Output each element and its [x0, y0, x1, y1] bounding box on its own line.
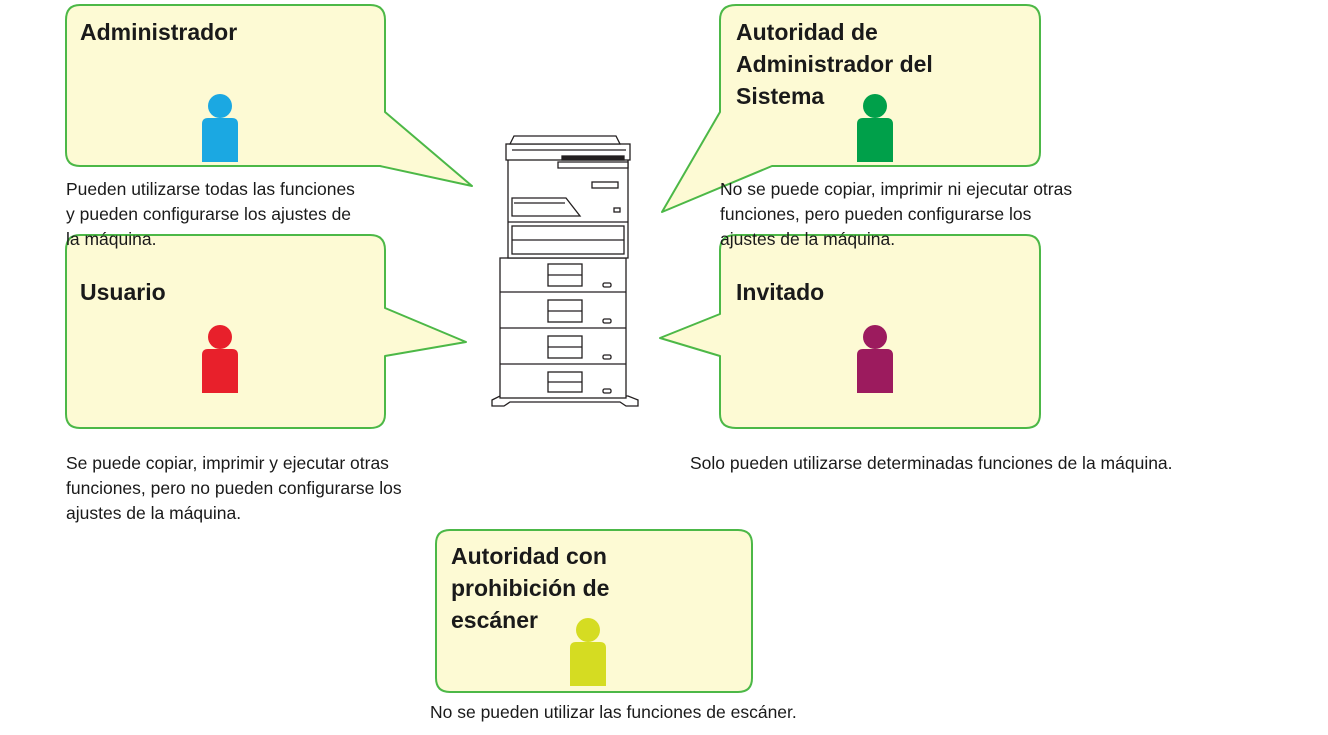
desc-administrador: Pueden utilizarse todas las funciones y …	[66, 179, 355, 249]
desc-system-admin: No se puede copiar, imprimir ni ejecutar…	[720, 179, 1073, 249]
title-administrador: Administrador	[80, 19, 238, 45]
title-system-admin: Autoridad de Administrador del Sistema	[736, 19, 933, 109]
title-usuario: Usuario	[80, 279, 166, 305]
desc-scanner-prohibited: No se pueden utilizar las funciones de e…	[430, 702, 797, 722]
person-icon-system-admin	[857, 94, 893, 162]
person-icon-invitado	[857, 325, 893, 393]
bubble-system-admin	[661, 4, 1041, 213]
desc-invitado: Solo pueden utilizarse determinadas func…	[690, 453, 1173, 473]
title-scanner-prohibited: Autoridad con prohibición de escáner	[451, 543, 610, 633]
printer-illustration	[491, 135, 639, 407]
bubble-scanner-prohibited	[435, 529, 753, 693]
person-icon-scanner-prohibited	[570, 618, 606, 686]
person-icon-administrador	[202, 94, 238, 162]
person-icon-usuario	[202, 325, 238, 393]
bubble-invitado	[659, 234, 1041, 429]
bubble-usuario	[65, 234, 467, 429]
title-invitado: Invitado	[736, 279, 825, 305]
desc-usuario: Se puede copiar, imprimir y ejecutar otr…	[66, 453, 402, 523]
bubble-administrador	[65, 4, 473, 187]
